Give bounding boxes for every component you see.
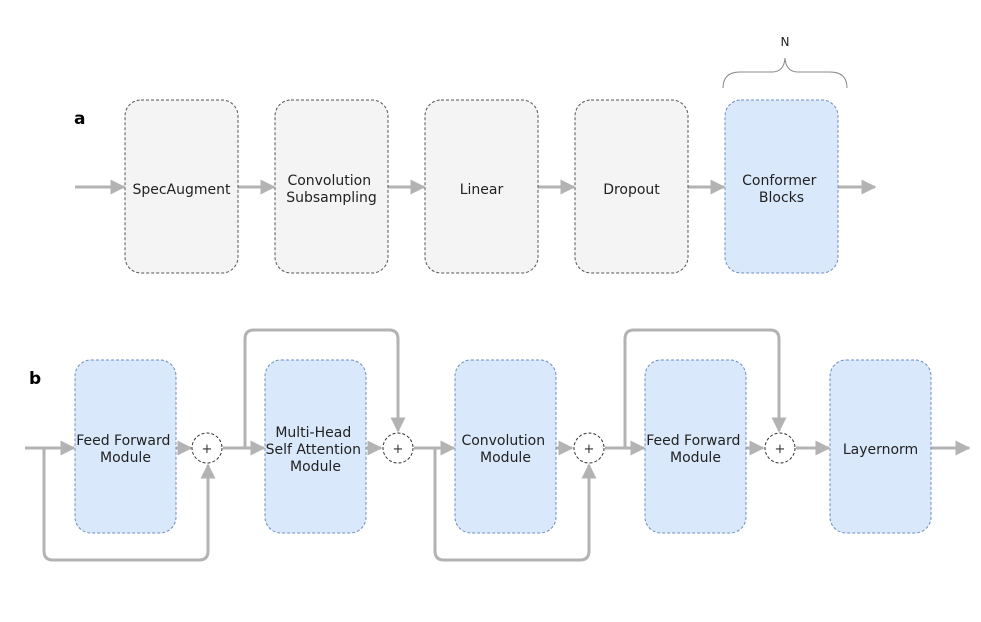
block-label-line: Convolution: [461, 433, 545, 449]
block-label-line: Convolution: [287, 173, 371, 189]
block-linear: Linear: [424, 99, 539, 274]
block-label-line: Feed Forward: [646, 433, 740, 449]
plus-icon: +: [393, 442, 404, 457]
residual-ff1: [42, 448, 216, 562]
block-label-line: Blocks: [759, 190, 804, 206]
svg-text:Conformer Blocks: Conformer Blocks: [742, 173, 821, 206]
block-label-line: Module: [100, 450, 151, 466]
residual-ff2: [623, 328, 787, 448]
svg-text:Multi-Head Self Attentio: Multi-Head Self Attention Module: [266, 425, 366, 475]
block-specaugment: SpecAugment: [124, 99, 239, 274]
block-label-line: Layernorm: [843, 442, 918, 458]
svg-text:Layernorm: Layernorm: [843, 442, 918, 458]
block-label-line: Feed Forward: [76, 433, 170, 449]
plus-icon: +: [584, 442, 595, 457]
plus-icon: +: [202, 442, 213, 457]
svg-text:Convolution Module: Convolution Module: [461, 433, 549, 466]
panel-a-label: a: [74, 109, 85, 129]
repeat-count-label: N: [781, 35, 790, 49]
svg-text:SpecAugment: SpecAugment: [132, 182, 231, 198]
sum-node-3: +: [573, 432, 605, 464]
block-label-line: Subsampling: [286, 190, 377, 206]
block-label-line: Module: [670, 450, 721, 466]
block-label-line: Module: [480, 450, 531, 466]
svg-text:Linear: Linear: [460, 182, 504, 198]
block-feed-forward-module-1: Feed Forward Module: [74, 359, 177, 534]
sum-node-2: +: [382, 432, 414, 464]
residual-mhsa: [243, 328, 406, 448]
block-conformer-blocks: Conformer Blocks: [724, 99, 839, 274]
block-convolution-module: Convolution Module: [454, 359, 557, 534]
svg-text:Convolution Subsampling: Convolution Subsampling: [286, 173, 377, 206]
block-dropout: Dropout: [574, 99, 689, 274]
block-feed-forward-module-2: Feed Forward Module: [644, 359, 747, 534]
block-label-line: Linear: [460, 182, 504, 198]
svg-text:Feed Forward Module: Feed Forward Module: [76, 433, 175, 466]
block-label-line: Dropout: [603, 182, 660, 198]
block-label-line: Self Attention: [266, 442, 361, 458]
block-mhsa-module: Multi-Head Self Attention Module: [264, 359, 367, 534]
sum-node-4: +: [764, 432, 796, 464]
block-label-line: Conformer: [742, 173, 816, 189]
block-convolution-subsampling: Convolution Subsampling: [274, 99, 389, 274]
residual-conv: [433, 448, 597, 562]
block-label-line: Multi-Head: [275, 425, 351, 441]
panel-b-label: b: [29, 369, 41, 389]
svg-text:Dropout: Dropout: [603, 182, 660, 198]
block-label-line: Module: [290, 459, 341, 475]
repeat-brace: [722, 57, 848, 89]
block-label-line: SpecAugment: [132, 182, 231, 198]
plus-icon: +: [775, 442, 786, 457]
block-layernorm: Layernorm: [829, 359, 932, 534]
sum-node-1: +: [191, 432, 223, 464]
panel-b-arrows: [25, 328, 971, 562]
svg-text:Feed Forward Module: Feed Forward Module: [646, 433, 745, 466]
